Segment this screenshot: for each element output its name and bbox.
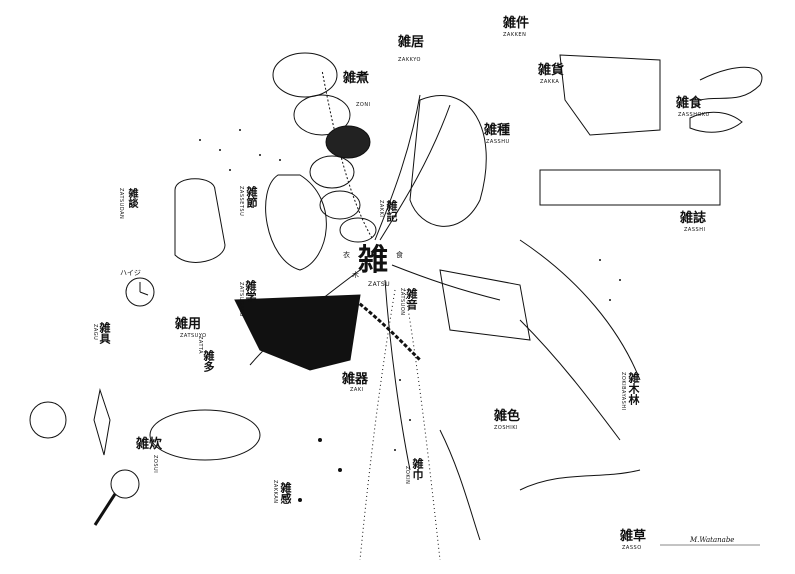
branches-right-2 xyxy=(519,319,621,441)
center-romaji: ZATSU xyxy=(368,281,391,288)
center-side-left: 衣 xyxy=(343,251,350,259)
topic-zashoku-kanji: 雑食 xyxy=(676,96,703,111)
center-side-right: 食 xyxy=(396,251,403,259)
topic-zokin-kanji: 雑巾 xyxy=(411,458,424,480)
topic-zasshi-romaji: ZASSHI xyxy=(684,227,706,233)
topic-zoni-kanji: 雑煮 xyxy=(343,71,370,86)
topic-zokibayashi-romaji: ZOKIBAYASHI xyxy=(620,372,626,411)
topic-zoni-romaji: ZONI xyxy=(356,102,371,108)
bowl-2 xyxy=(293,94,351,136)
topic-zakka-kanji: 雑貨 xyxy=(538,63,565,78)
topic-zaki-kanji: 雑器 xyxy=(342,372,369,387)
topic-zagu-kanji: 雑具 xyxy=(98,322,111,344)
topic-zasso-kanji: 雑草 xyxy=(620,529,647,544)
branches-right xyxy=(519,239,641,381)
road-dotted-2 xyxy=(404,289,441,561)
topic-zatsuyo-kanji: 雑用 xyxy=(175,317,202,332)
topic-zakka-romaji: ZAKKA xyxy=(540,79,560,85)
topic-zokin-romaji: ZOKIN xyxy=(404,466,410,485)
path-to-zashu xyxy=(374,94,421,241)
topic-zaon-kanji: 雑音 xyxy=(405,288,418,310)
topic-zakki-romaji: ZAKKI xyxy=(378,200,384,218)
topic-zakyo-kanji: 雑居 xyxy=(398,35,425,50)
topic-zasso-romaji: ZASSO xyxy=(622,545,642,551)
topic-zashu-kanji: 雑種 xyxy=(484,123,511,138)
bowl-6 xyxy=(339,217,377,243)
tree-trunk xyxy=(439,269,531,341)
topic-zasshi-kanji: 雑誌 xyxy=(680,211,707,226)
topic-zashoku-romaji: ZASSHOKU xyxy=(678,112,710,118)
topic-zasetsu-kanji: 雑節 xyxy=(245,186,258,208)
topic-zatsuyo-romaji: ZATSUYO xyxy=(180,333,207,339)
topic-zokibayashi-kanji: 雑木林 xyxy=(627,372,640,405)
topic-zatsudan-kanji: 雑談 xyxy=(126,188,137,208)
topic-zakan-kanji: 雑感 xyxy=(279,482,292,504)
center-kanji: 雑 xyxy=(358,243,388,278)
rope xyxy=(354,298,422,362)
path-to-zoni xyxy=(321,69,373,239)
topic-zosui-kanji: 雑炊 xyxy=(136,437,163,452)
books-row xyxy=(539,169,721,206)
path-to-zokin xyxy=(384,279,411,471)
topic-zakon-kanji: 雑件 xyxy=(503,16,530,31)
clock-label: ハイジ xyxy=(120,269,141,277)
forest-shape xyxy=(234,294,361,371)
topic-zashu-romaji: ZASSHU xyxy=(486,139,510,145)
bowl-1 xyxy=(272,52,338,98)
topic-zaon-romaji: ZATSUON xyxy=(399,288,405,316)
topic-zoshoku-romaji: ZOSHIKI xyxy=(494,425,519,431)
bowl-5 xyxy=(319,190,361,220)
topic-zakon-romaji: ZAKKEN xyxy=(503,32,527,38)
center-side-left-2: 木 xyxy=(352,271,359,279)
topic-zatta-romaji: ZATTA xyxy=(197,336,203,355)
signature: M.Watanabe xyxy=(690,536,735,544)
topic-zakyo-romaji: ZAKKYO xyxy=(398,57,421,63)
wok xyxy=(149,409,261,461)
cow-shape xyxy=(559,54,661,136)
leaf-branch-2 xyxy=(439,429,481,541)
maze-hill xyxy=(409,95,487,227)
topic-zakkaku-kanji: 雑学 xyxy=(244,280,257,302)
ghost-figure xyxy=(174,178,226,263)
topic-zaki-romaji: ZAKI xyxy=(350,387,364,393)
snake-shape xyxy=(699,66,763,101)
path-to-zashu-2 xyxy=(379,104,451,241)
topic-zakki-kanji: 雑記 xyxy=(385,200,398,222)
topic-zasetsu-romaji: ZASSETSU xyxy=(238,186,244,217)
bowl-3 xyxy=(325,125,371,159)
lion-figure xyxy=(265,174,327,271)
clock-shape xyxy=(125,277,155,307)
topic-zakan-romaji: ZAKKAN xyxy=(272,480,278,504)
fish-shape xyxy=(689,111,743,133)
road-dotted xyxy=(359,289,396,561)
leaf-branch xyxy=(519,469,641,491)
rocket-shape xyxy=(93,388,111,456)
topic-zoshoku-kanji: 雑色 xyxy=(494,409,521,424)
topic-zatta-kanji: 雑多 xyxy=(202,350,215,372)
topic-zosui-romaji: ZOSUI xyxy=(152,455,158,474)
topic-zakkaku-romaji: ZATSUGAKU xyxy=(238,282,244,317)
bowl-4 xyxy=(309,155,355,189)
path-to-tree xyxy=(391,264,501,301)
magnifier-shape xyxy=(110,469,140,499)
sun-shape xyxy=(29,401,67,439)
topic-zatsudan-romaji: ZATSUDAN xyxy=(118,188,124,220)
topic-zagu-romaji: ZAGU xyxy=(92,324,98,341)
